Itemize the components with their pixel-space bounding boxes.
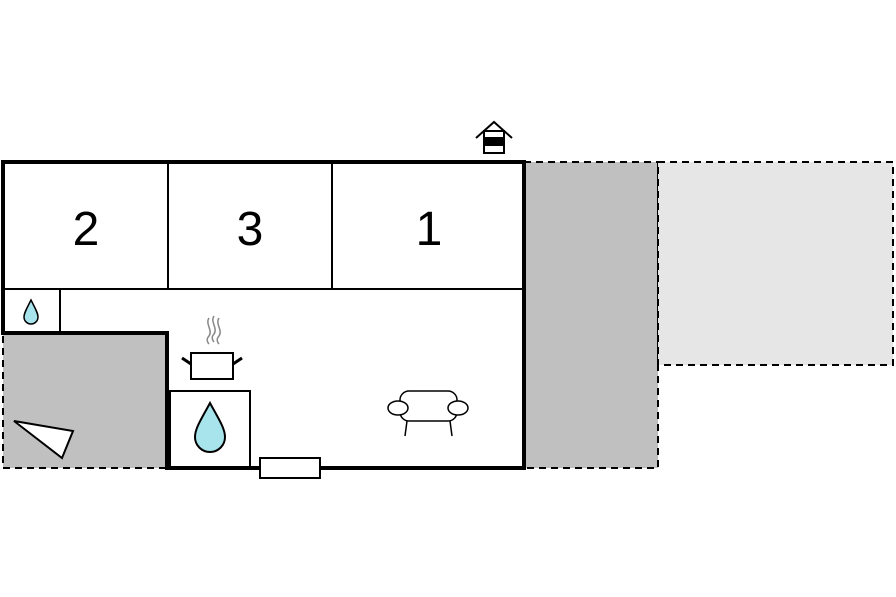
water-drop-icon xyxy=(23,298,39,325)
sofa-icon xyxy=(387,390,469,437)
exterior-walls xyxy=(1,160,526,470)
water-drop-icon xyxy=(193,400,227,453)
entrance-step xyxy=(259,457,321,479)
house-interior xyxy=(3,162,524,468)
stove-icon xyxy=(13,420,75,460)
room-label-2: 2 xyxy=(73,203,100,256)
terrace-right-dark xyxy=(523,161,659,469)
terrace-left xyxy=(2,332,168,469)
terrace-right-light xyxy=(657,161,894,366)
room-label-1: 1 xyxy=(416,203,443,256)
house-entrance-icon xyxy=(475,120,513,154)
interior-walls xyxy=(3,162,524,469)
cooking-pot-icon xyxy=(181,315,243,380)
room-label-3: 3 xyxy=(237,203,264,256)
